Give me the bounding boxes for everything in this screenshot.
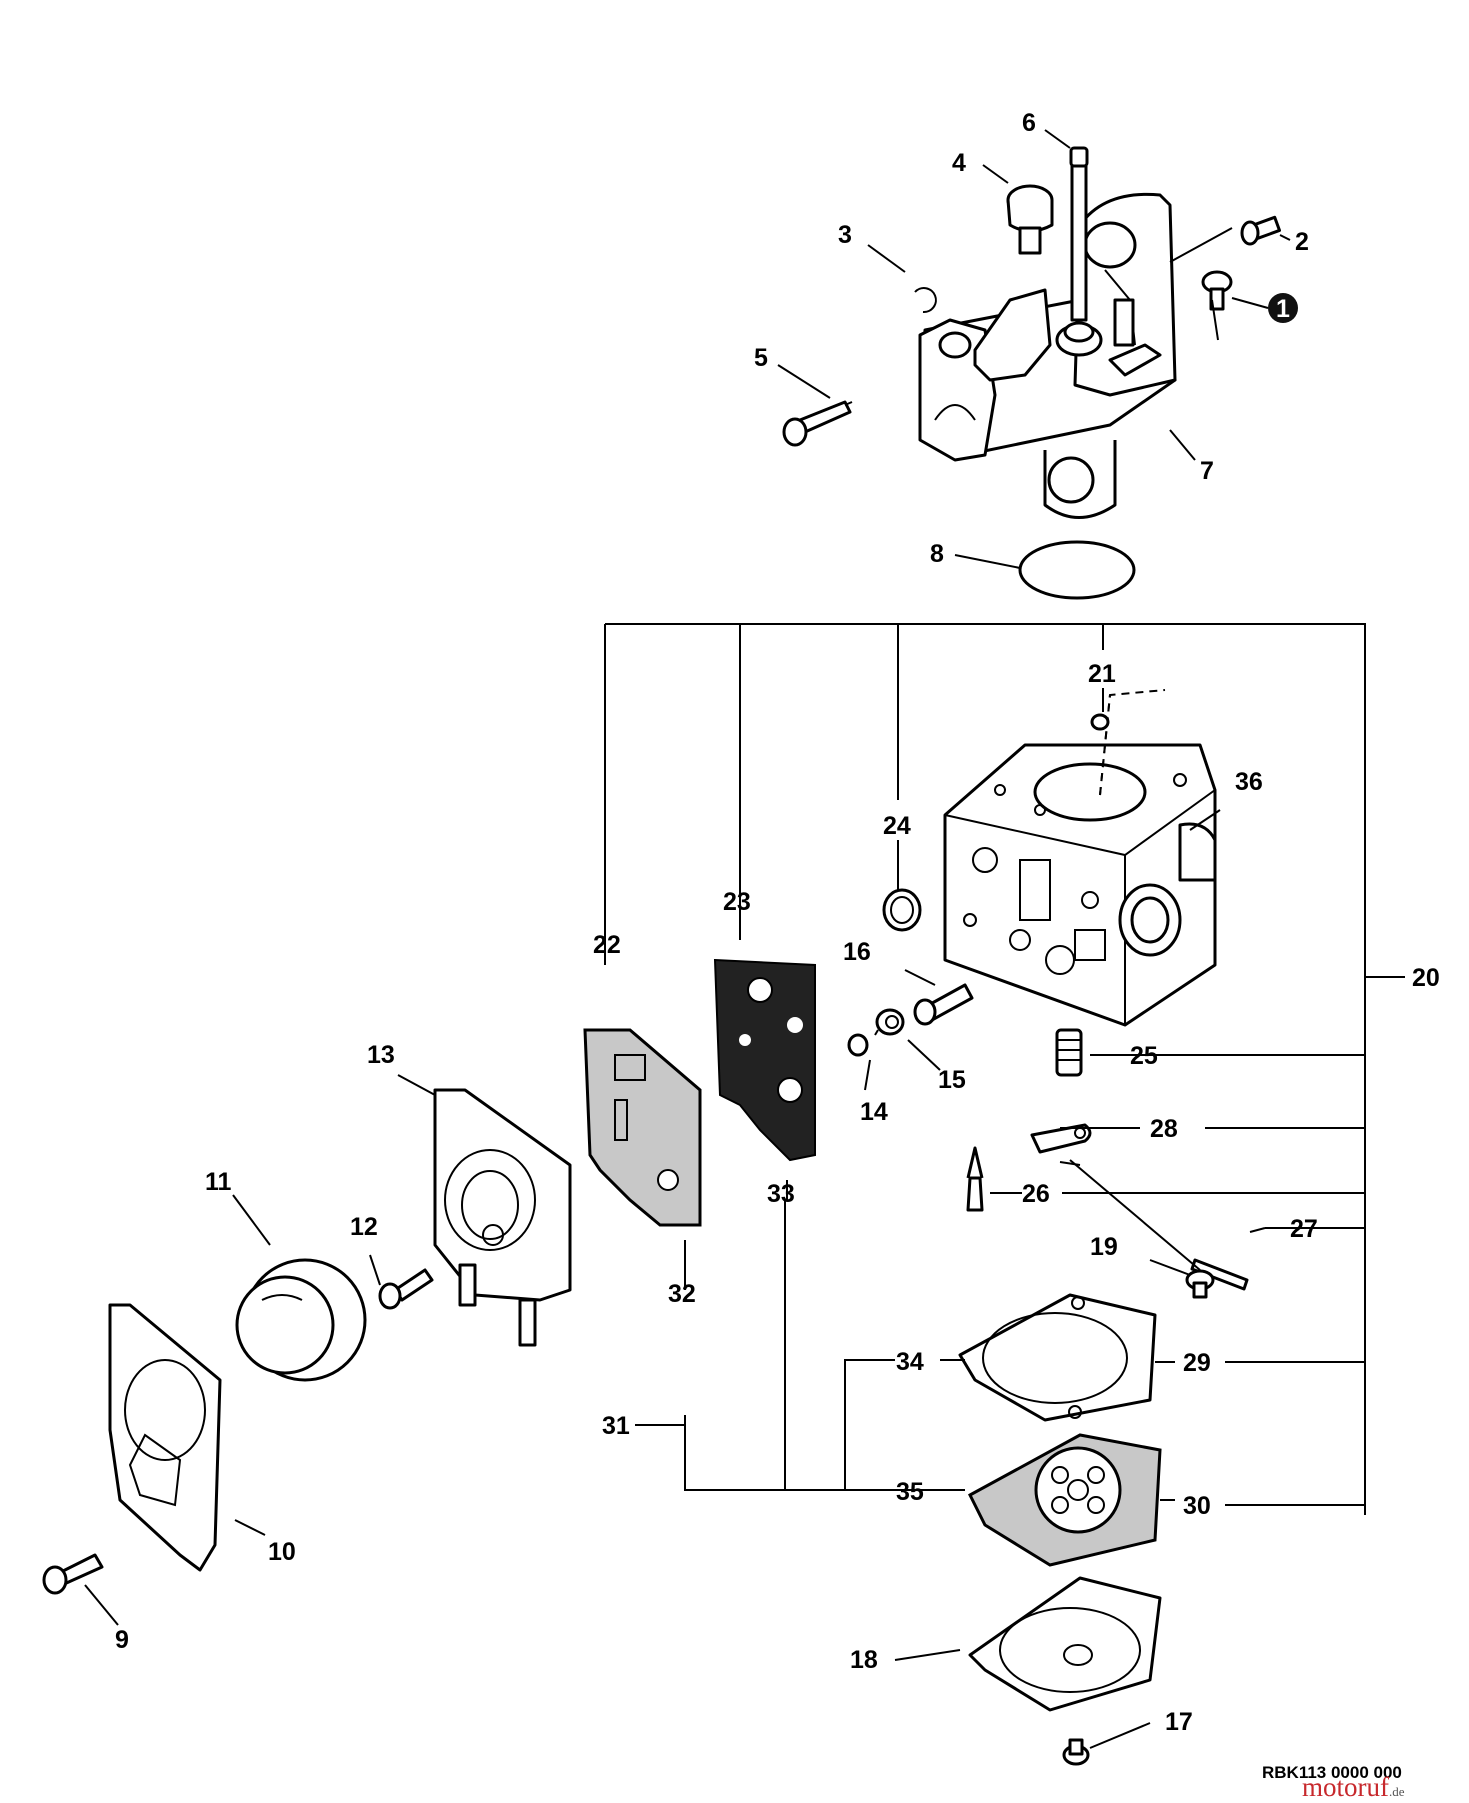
callout-24: 24 <box>883 812 911 840</box>
callout-17: 17 <box>1165 1708 1193 1736</box>
plug-21-icon <box>1090 713 1110 731</box>
cover-18-icon <box>968 1576 1162 1712</box>
carburetor-body-36 <box>943 689 1217 1027</box>
o-ring-8-icon <box>1018 540 1136 600</box>
gasket-22-icon <box>583 1028 702 1227</box>
watermark-logo: motoruf.de <box>1302 1772 1405 1803</box>
callout-25: 25 <box>1130 1042 1158 1070</box>
screw-marker-1-icon <box>1201 270 1233 311</box>
pump-body-13-icon <box>433 1088 572 1347</box>
callout-10: 10 <box>268 1538 296 1566</box>
gasket-23-icon <box>713 958 816 1162</box>
screw-17-icon <box>1062 1738 1090 1766</box>
callout-7: 7 <box>1200 457 1214 485</box>
watermark-brand: motoruf <box>1302 1772 1389 1802</box>
callout-31: 31 <box>602 1412 630 1440</box>
plate-10-icon <box>108 1303 222 1572</box>
callout-2: 2 <box>1295 228 1309 256</box>
callout-19: 19 <box>1090 1233 1118 1261</box>
screw-19-icon <box>1185 1269 1215 1299</box>
screw-12-icon <box>378 1268 434 1310</box>
pin-27-icon <box>1190 1258 1249 1291</box>
screen-24-icon <box>882 888 922 932</box>
screw-2-icon <box>1240 215 1281 246</box>
callout-21: 21 <box>1088 660 1116 688</box>
screw-5-icon <box>782 400 853 447</box>
leader-lines <box>84 129 1405 1749</box>
callout-30: 30 <box>1183 1492 1211 1520</box>
callout-13: 13 <box>367 1041 395 1069</box>
callout-6: 6 <box>1022 109 1036 137</box>
knob-4-icon <box>1006 184 1054 255</box>
gasket-29-icon <box>958 1293 1157 1422</box>
callout-35: 35 <box>896 1478 924 1506</box>
callout-3: 3 <box>838 221 852 249</box>
callout-28: 28 <box>1150 1115 1178 1143</box>
screw-9-icon <box>42 1553 104 1595</box>
watermark-suffix: .de <box>1389 1784 1405 1799</box>
lever-28-icon <box>1030 1123 1092 1154</box>
screw-16-icon <box>913 983 974 1026</box>
callout-33: 33 <box>767 1180 795 1208</box>
callout-12: 12 <box>350 1213 378 1241</box>
callout-11: 11 <box>205 1168 232 1196</box>
callout-1: 1 <box>1276 295 1290 323</box>
callout-27: 27 <box>1290 1215 1318 1243</box>
cap-14-icon <box>847 1033 869 1057</box>
washer-15-icon <box>875 1008 905 1036</box>
callout-22: 22 <box>593 931 621 959</box>
callout-4: 4 <box>952 149 966 177</box>
callout-14: 14 <box>860 1098 888 1126</box>
spring-25-icon <box>1055 1028 1083 1077</box>
primer-bulb-11-icon <box>235 1258 367 1382</box>
callout-20: 20 <box>1412 964 1440 992</box>
callout-5: 5 <box>754 344 768 372</box>
diaphragm-30-icon <box>968 1433 1162 1567</box>
clip-3-icon <box>914 287 937 314</box>
callout-8: 8 <box>930 540 944 568</box>
callout-36: 36 <box>1235 768 1263 796</box>
callout-32: 32 <box>668 1280 696 1308</box>
needle-26-icon <box>966 1146 984 1212</box>
callout-23: 23 <box>723 888 751 916</box>
callout-34: 34 <box>896 1348 924 1376</box>
callout-18: 18 <box>850 1646 878 1674</box>
callout-labels: 1 2 3 4 5 6 7 8 9 10 11 12 13 14 15 16 1… <box>115 109 1440 1736</box>
callout-26: 26 <box>1022 1180 1050 1208</box>
callout-16: 16 <box>843 938 871 966</box>
reference-code: RBK113 0000 000 <box>1262 1763 1402 1782</box>
callout-9: 9 <box>115 1626 129 1654</box>
callout-29: 29 <box>1183 1349 1211 1377</box>
nut-6-icon <box>1069 146 1089 168</box>
callout-15: 15 <box>938 1066 966 1094</box>
marker-1-icon <box>1268 293 1298 323</box>
